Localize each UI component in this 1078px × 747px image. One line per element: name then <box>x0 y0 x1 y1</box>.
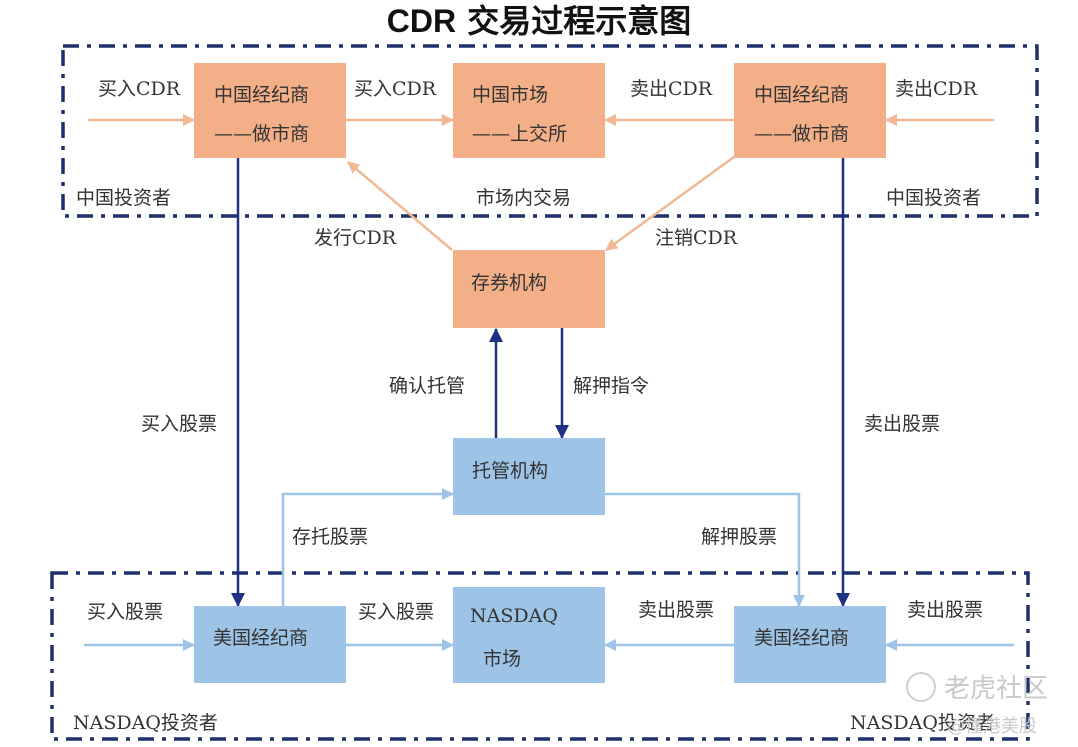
edge-label-cn-buy-market: 买入CDR <box>354 78 437 100</box>
edge-label-cn-sell-in: 卖出CDR <box>895 78 978 100</box>
edge-label-buy-stock-down: 买入股票 <box>141 413 218 435</box>
node-us-broker-right-label: 美国经纪商 <box>754 627 850 649</box>
edge-label-us-sell-in: 卖出股票 <box>907 599 984 621</box>
node-cn-market: 中国市场 ——上交所 <box>453 63 605 158</box>
in-market-trading-label: 市场内交易 <box>476 187 572 209</box>
edge-label-confirm-custody: 确认托管 <box>389 375 466 397</box>
edge-label-deposit-stock: 存托股票 <box>292 526 369 548</box>
watermark-account: @懂港美股 <box>947 716 1037 737</box>
node-custodian-label: 托管机构 <box>472 460 549 482</box>
edge-label-cancel-cdr: 注销CDR <box>655 227 738 249</box>
edge-label-cn-buy-in: 买入CDR <box>98 78 181 100</box>
china-investors-label-left: 中国投资者 <box>76 187 172 209</box>
china-region-border <box>61 44 1039 218</box>
title-text: 交易过程示意图 <box>467 2 692 40</box>
arrow-release-stock <box>605 492 805 607</box>
node-cn-broker-left-line2: ——做市商 <box>214 123 310 145</box>
edge-label-release-instruction: 解押指令 <box>573 375 650 397</box>
watermark-logo: 老虎社区 <box>906 668 1048 705</box>
diagram-title: CDR 交易过程示意图 <box>0 0 1078 42</box>
watermark-brand: 老虎社区 <box>944 674 1049 704</box>
node-cn-market-line2: ——上交所 <box>472 123 568 145</box>
node-cn-broker-right-line1: 中国经纪商 <box>754 84 850 106</box>
node-depositary-label: 存券机构 <box>471 272 548 294</box>
node-nasdaq-market: NASDAQ 市场 <box>453 587 605 683</box>
nasdaq-investors-label-right: NASDAQ投资者 <box>850 712 995 734</box>
edge-label-us-buy-market: 买入股票 <box>358 601 435 623</box>
edge-label-us-buy-in: 买入股票 <box>87 601 164 623</box>
node-cn-broker-right: 中国经纪商 ——做市商 <box>734 63 886 158</box>
edge-label-us-sell-market: 卖出股票 <box>638 599 715 621</box>
nasdaq-region-border <box>50 571 1030 741</box>
node-nasdaq-market-line1: NASDAQ <box>470 605 558 627</box>
edge-label-cn-sell-market: 卖出CDR <box>630 78 713 100</box>
node-cn-market-line1: 中国市场 <box>472 84 549 106</box>
node-us-broker-right: 美国经纪商 <box>734 606 886 683</box>
arrow-cancel-cdr <box>605 155 735 252</box>
nasdaq-investors-label-left: NASDAQ投资者 <box>73 712 218 734</box>
node-custodian: 托管机构 <box>453 438 605 515</box>
node-cn-broker-left-line1: 中国经纪商 <box>214 84 310 106</box>
node-cn-broker-left: 中国经纪商 ——做市商 <box>194 63 346 158</box>
watermark-tiger-icon <box>906 671 936 702</box>
node-us-broker-left: 美国经纪商 <box>194 606 346 683</box>
edge-label-release-stock: 解押股票 <box>701 526 778 548</box>
node-cn-broker-right-line2: ——做市商 <box>754 123 850 145</box>
title-prefix: CDR <box>386 3 457 39</box>
arrow-issue-cdr <box>347 161 453 251</box>
node-nasdaq-market-line2: 市场 <box>483 648 522 670</box>
edge-label-sell-stock-down: 卖出股票 <box>864 413 941 435</box>
china-investors-label-right: 中国投资者 <box>886 187 982 209</box>
node-us-broker-left-label: 美国经纪商 <box>213 627 309 649</box>
arrow-deposit-stock <box>281 488 454 606</box>
node-depositary: 存券机构 <box>453 250 605 328</box>
edge-label-issue-cdr: 发行CDR <box>314 227 397 249</box>
